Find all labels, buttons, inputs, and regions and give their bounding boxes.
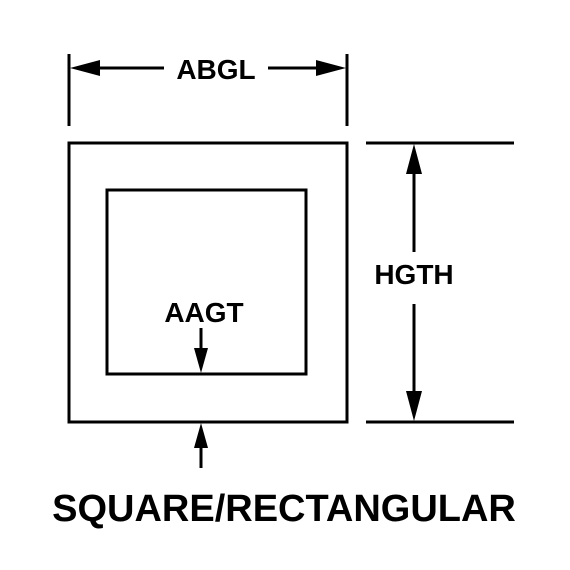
height-dimension: HGTH [366,141,514,424]
wall-thickness-dimension: AAGT [164,297,244,468]
diagram-caption: SQUARE/RECTANGULAR [52,488,516,530]
wall-arrowhead-up-icon [194,423,208,448]
wall-arrowhead-down-icon [194,348,208,373]
outer-square [67,141,349,424]
inner-square [105,188,308,376]
height-arrowhead-down-icon [406,391,422,421]
width-label: ABGL [176,54,255,85]
wall-label: AAGT [164,297,243,328]
height-label: HGTH [374,259,453,290]
width-arrowhead-left-icon [70,60,100,76]
height-arrowhead-up-icon [406,144,422,174]
width-arrowhead-right-icon [316,60,346,76]
width-dimension: ABGL [67,54,349,126]
